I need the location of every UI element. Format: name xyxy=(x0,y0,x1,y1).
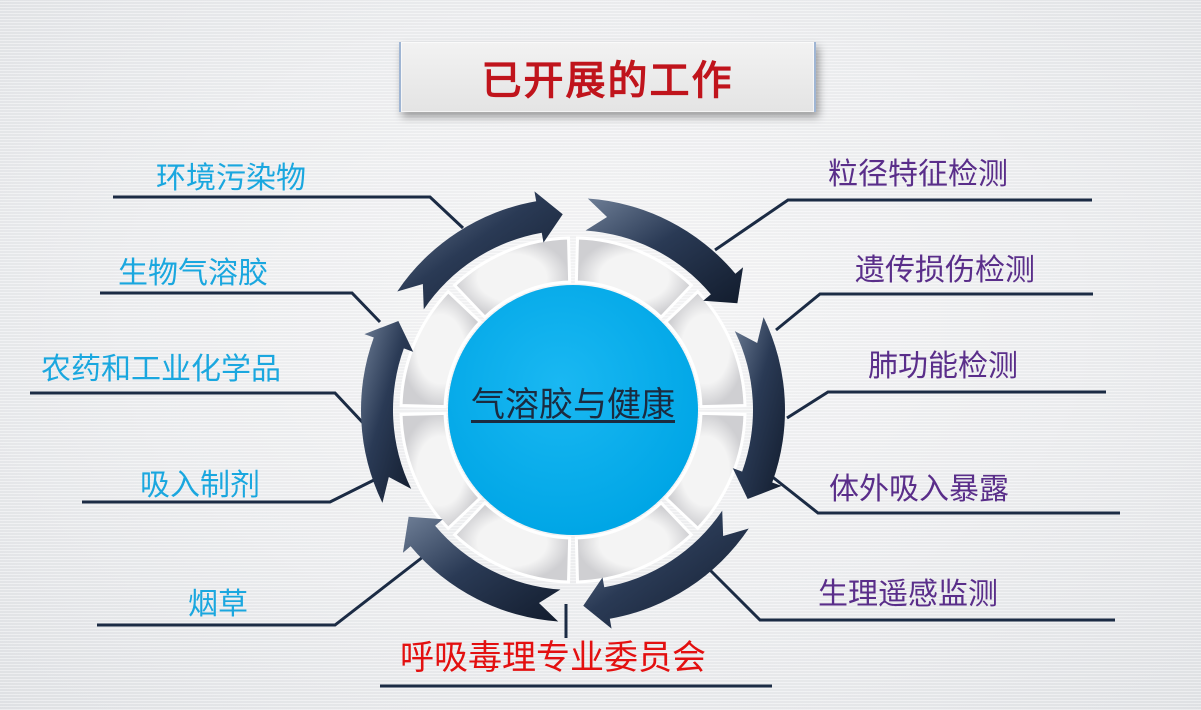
bottom-label: 呼吸毒理专业委员会 xyxy=(400,638,706,678)
center-label: 气溶胶与健康 xyxy=(471,385,675,425)
arrow-arc xyxy=(360,321,414,503)
segment-ring xyxy=(399,236,747,584)
arrow-ring xyxy=(360,191,786,629)
label-inhalation-preparations: 吸入制剂 xyxy=(140,468,260,503)
line-left-5 xyxy=(97,551,429,627)
ring-segment xyxy=(663,289,747,409)
line-right-5 xyxy=(698,558,1115,622)
arrow-arc xyxy=(585,198,744,304)
label-in-vitro-exposure: 体外吸入暴露 xyxy=(829,472,1009,507)
ring-segment xyxy=(452,236,572,320)
ring-segment xyxy=(399,411,483,531)
page-title: 已开展的工作 xyxy=(481,57,734,104)
line-left-3 xyxy=(30,391,367,427)
line-right-3 xyxy=(786,390,1106,420)
line-right-1 xyxy=(714,198,1092,252)
label-genetic-damage: 遗传损伤检测 xyxy=(855,253,1035,288)
title-box: 已开展的工作 xyxy=(399,42,816,112)
ring-segment xyxy=(663,411,747,531)
label-telemetry: 生理遥感监测 xyxy=(818,577,998,612)
label-particle-size: 粒径特征检测 xyxy=(828,157,1008,192)
ring-segment xyxy=(452,500,572,584)
line-right-2 xyxy=(775,292,1093,332)
connector-lines xyxy=(30,195,1120,688)
line-left-4 xyxy=(82,476,379,504)
arrow-arc xyxy=(397,191,563,310)
label-pesticides-chemicals: 农药和工业化学品 xyxy=(41,352,281,387)
arrow-arc xyxy=(583,510,749,629)
line-left-1 xyxy=(113,195,465,230)
label-tobacco: 烟草 xyxy=(188,587,248,622)
label-environment-pollutants: 环境污染物 xyxy=(156,161,306,196)
ring-segment xyxy=(574,500,694,584)
ring-segment xyxy=(574,236,694,320)
ring-segment xyxy=(399,289,483,409)
line-left-2 xyxy=(100,291,382,324)
label-lung-function: 肺功能检测 xyxy=(868,349,1018,384)
label-bioaerosol: 生物气溶胶 xyxy=(118,256,268,291)
arrow-arc xyxy=(732,317,786,499)
arrow-arc xyxy=(402,516,561,622)
center-circle xyxy=(448,285,698,535)
line-right-4 xyxy=(769,473,1120,515)
